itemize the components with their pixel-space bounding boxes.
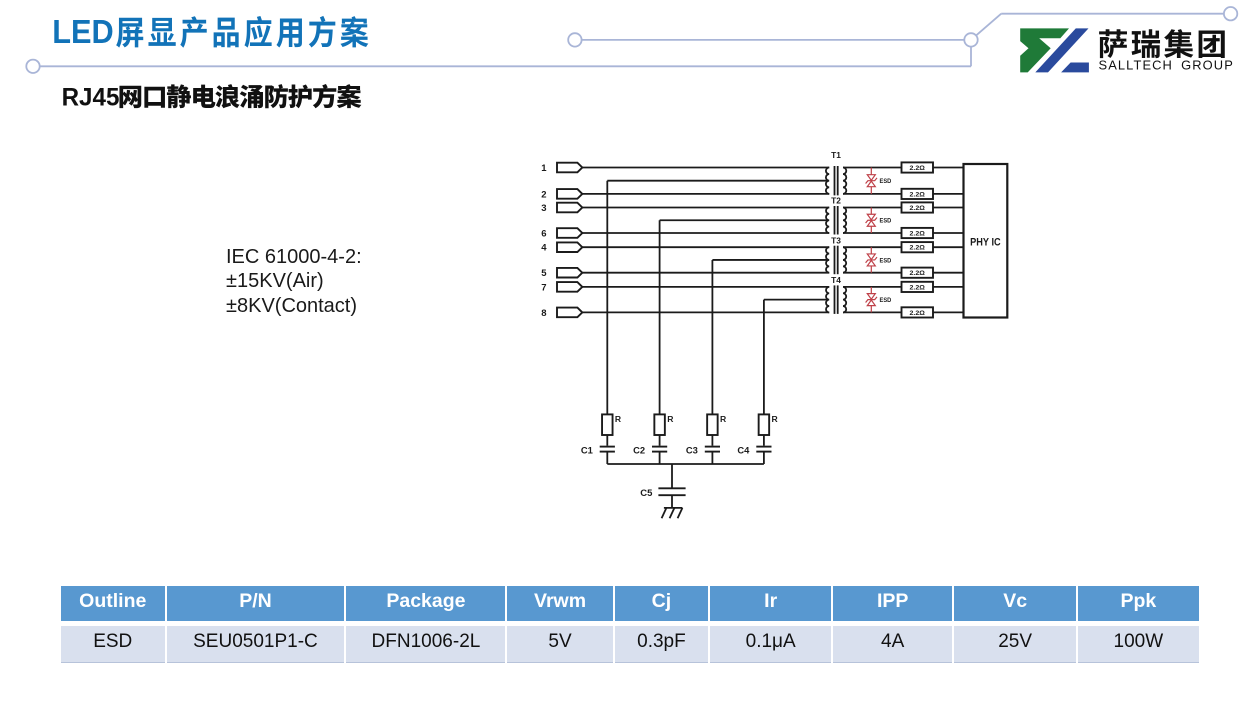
svg-text:C4: C4 bbox=[737, 445, 750, 456]
svg-text:T1: T1 bbox=[831, 150, 841, 160]
svg-text:C2: C2 bbox=[633, 445, 645, 456]
svg-text:2.2Ω: 2.2Ω bbox=[910, 284, 926, 291]
svg-text:R: R bbox=[720, 414, 727, 424]
svg-text:2.2Ω: 2.2Ω bbox=[910, 191, 926, 198]
svg-text:2.2Ω: 2.2Ω bbox=[910, 270, 926, 277]
svg-text:5: 5 bbox=[541, 268, 547, 279]
svg-text:8: 8 bbox=[541, 308, 546, 319]
svg-text:ESD: ESD bbox=[880, 297, 892, 304]
svg-text:2.2Ω: 2.2Ω bbox=[910, 245, 926, 252]
svg-text:ESD: ESD bbox=[880, 257, 892, 264]
svg-text:R: R bbox=[615, 414, 622, 424]
svg-text:LED: LED bbox=[52, 13, 113, 50]
svg-text:4: 4 bbox=[541, 243, 547, 254]
svg-text:2.2Ω: 2.2Ω bbox=[910, 310, 926, 317]
svg-text:R: R bbox=[667, 414, 674, 424]
svg-text:1: 1 bbox=[541, 163, 547, 174]
svg-text:PHY IC: PHY IC bbox=[970, 237, 1001, 249]
svg-text:T3: T3 bbox=[831, 236, 841, 246]
svg-text:2: 2 bbox=[541, 189, 546, 200]
svg-text:C1: C1 bbox=[581, 445, 593, 456]
svg-text:T2: T2 bbox=[831, 196, 841, 206]
svg-text:RJ45: RJ45 bbox=[62, 84, 120, 112]
svg-text:ESD: ESD bbox=[880, 178, 892, 185]
svg-text:2.2Ω: 2.2Ω bbox=[910, 165, 926, 172]
svg-text:2.2Ω: 2.2Ω bbox=[910, 230, 926, 237]
svg-text:R: R bbox=[772, 414, 779, 424]
svg-text:ESD: ESD bbox=[880, 218, 892, 225]
svg-text:T4: T4 bbox=[831, 275, 841, 285]
svg-text:6: 6 bbox=[541, 228, 546, 239]
svg-text:C5: C5 bbox=[640, 488, 653, 499]
svg-text:3: 3 bbox=[541, 203, 546, 214]
svg-text:7: 7 bbox=[541, 282, 546, 293]
svg-text:C3: C3 bbox=[686, 445, 698, 456]
svg-text:2.2Ω: 2.2Ω bbox=[910, 205, 926, 212]
svg-text:SALLTECH GROUP: SALLTECH GROUP bbox=[1099, 58, 1234, 73]
